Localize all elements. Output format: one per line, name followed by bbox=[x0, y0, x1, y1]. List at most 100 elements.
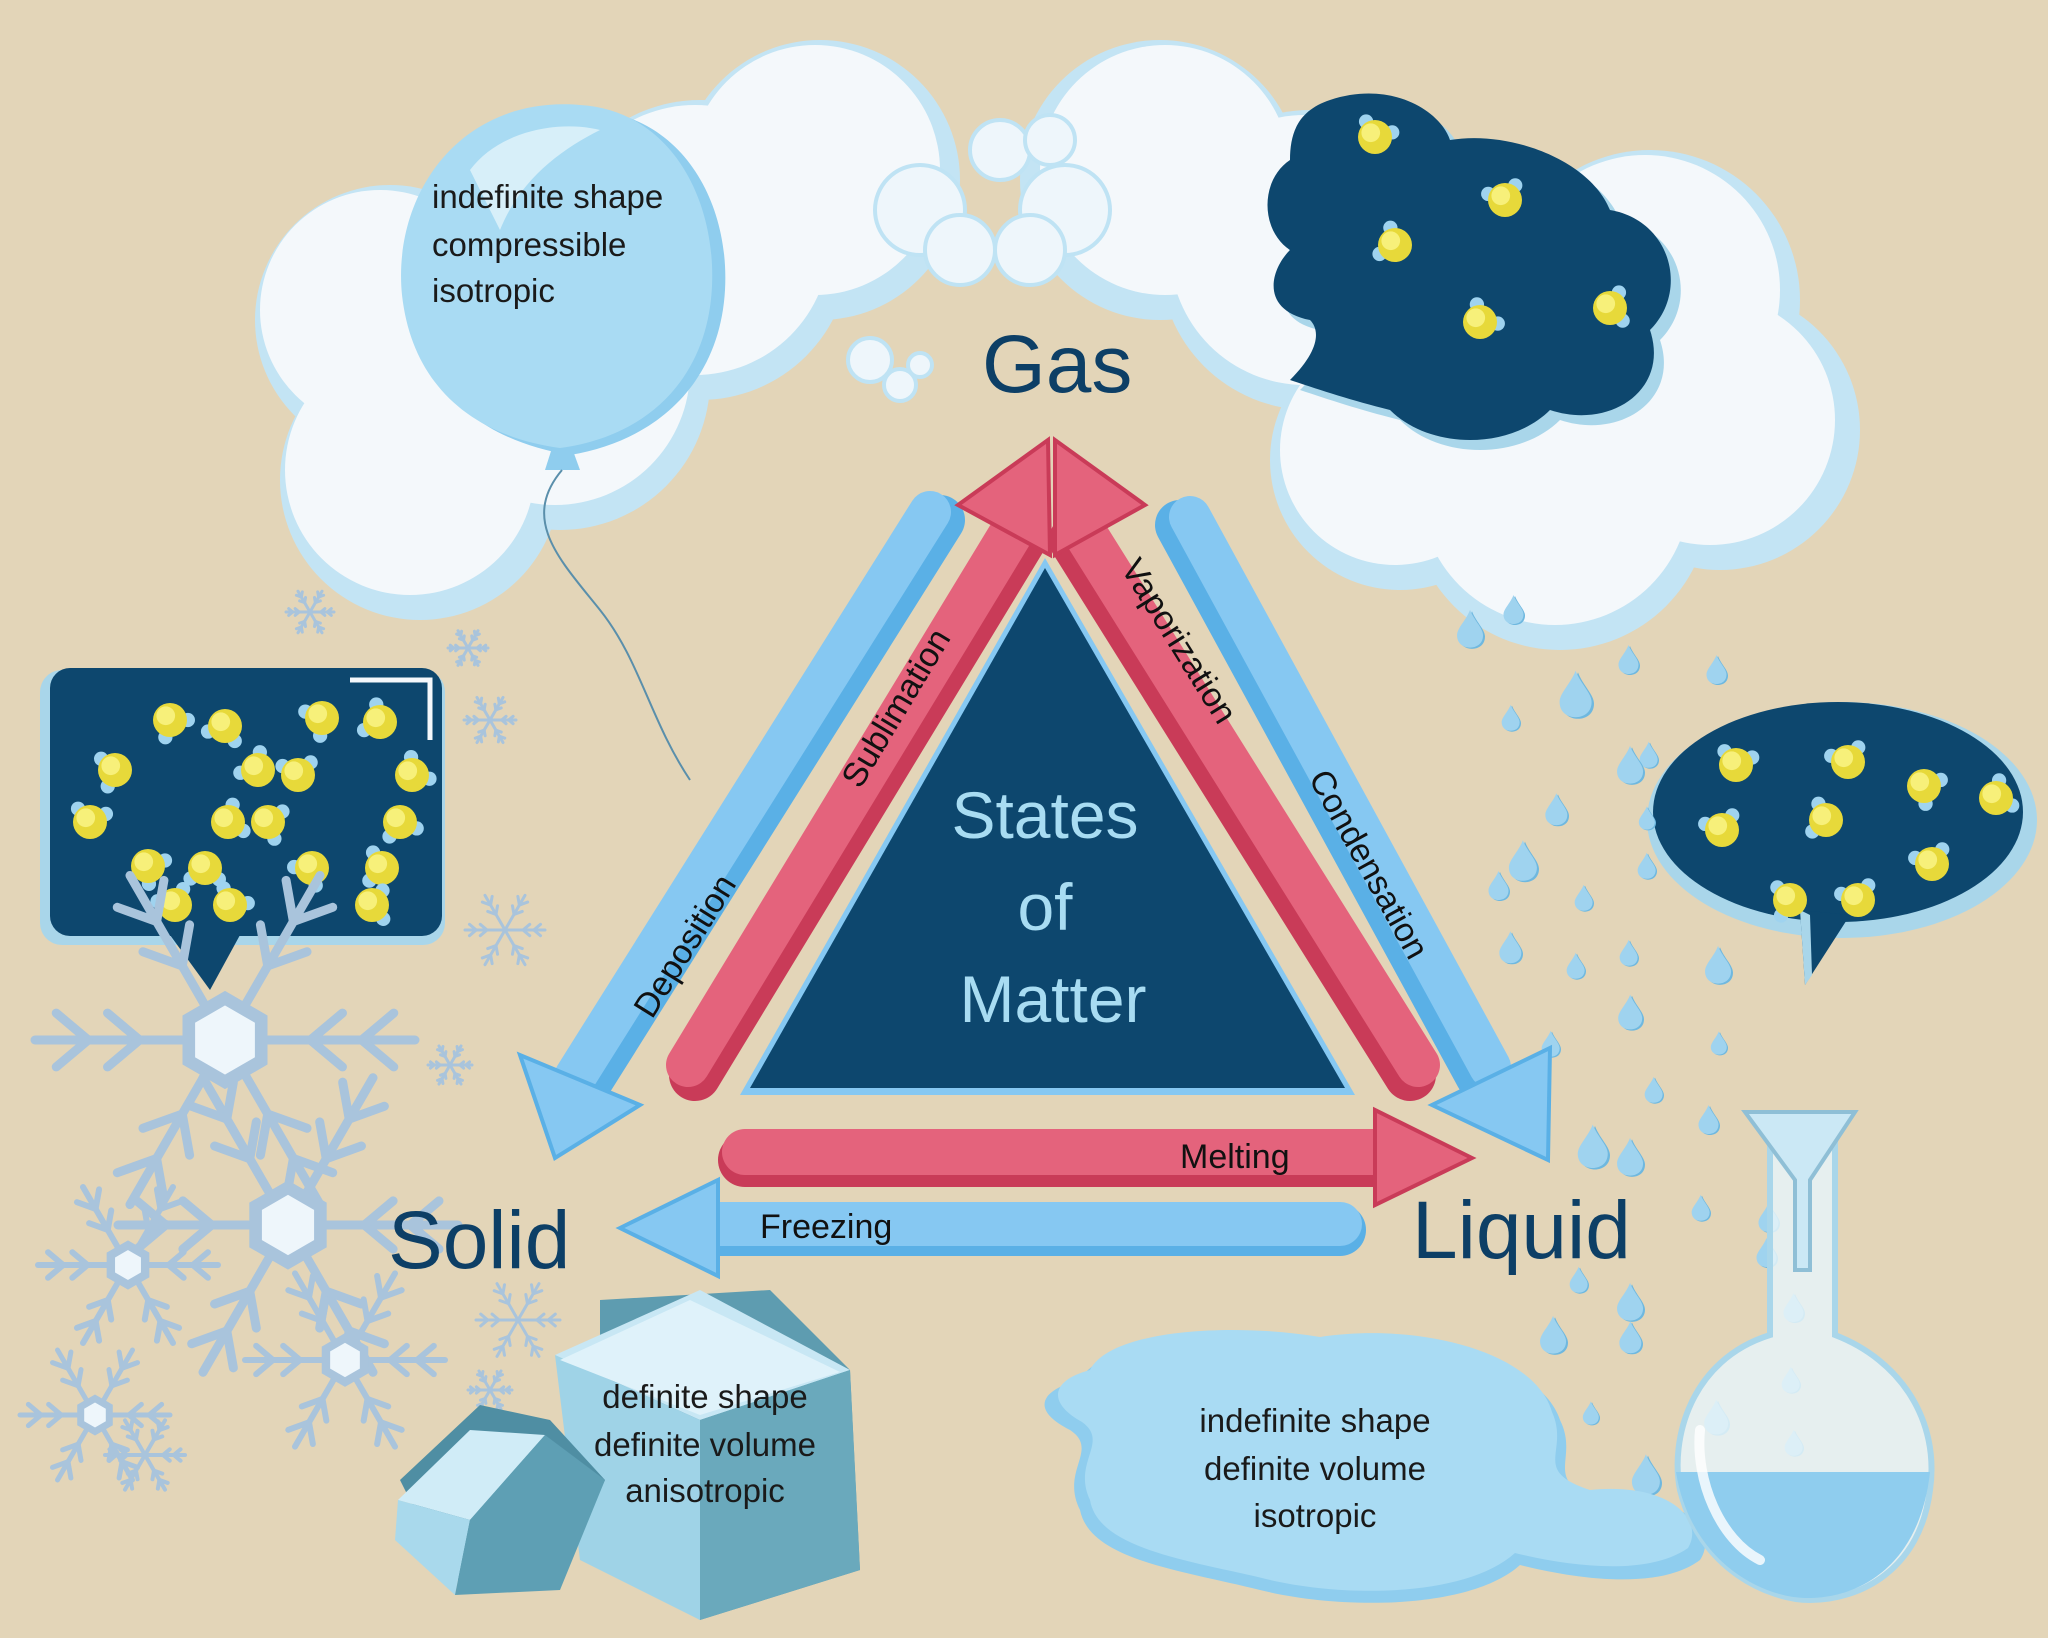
water-drop-icon bbox=[1501, 704, 1521, 732]
molecule-icon bbox=[1481, 178, 1523, 217]
molecule-icon bbox=[1805, 796, 1843, 839]
snowflake-icon bbox=[284, 589, 336, 635]
water-drop-icon bbox=[1619, 1321, 1643, 1355]
molecule-icon bbox=[1717, 744, 1760, 782]
molecule-icon bbox=[382, 805, 424, 844]
gas-molecules-bubble bbox=[1267, 93, 1681, 450]
water-drop-icon bbox=[1705, 945, 1733, 985]
molecule-icon bbox=[1358, 114, 1400, 154]
water-drop-icon bbox=[1638, 806, 1656, 831]
liquid-label: Liquid bbox=[1412, 1185, 1631, 1276]
water-drops bbox=[1457, 595, 1805, 1497]
water-drop-icon bbox=[1488, 871, 1510, 901]
state-labels: Gas Solid Liquid bbox=[388, 319, 1631, 1286]
solid-property-2: definite volume bbox=[594, 1426, 816, 1463]
melting-arrow bbox=[718, 1106, 1477, 1209]
molecule-icon bbox=[1908, 842, 1950, 881]
snowflake-icon bbox=[35, 1184, 221, 1346]
snowflake-icon bbox=[462, 695, 518, 745]
water-drop-icon bbox=[1457, 609, 1485, 649]
molecule-icon bbox=[1593, 285, 1630, 328]
molecule-icon bbox=[251, 804, 290, 846]
molecule-icon bbox=[200, 709, 242, 749]
molecule-icon bbox=[1979, 773, 2020, 815]
molecule-icon bbox=[1770, 880, 1807, 923]
gas-property-2: compressible bbox=[432, 226, 626, 263]
balloon-icon bbox=[401, 104, 726, 781]
molecule-icon bbox=[213, 881, 255, 922]
water-drop-icon bbox=[1691, 1194, 1711, 1222]
gas-label: Gas bbox=[982, 319, 1132, 410]
water-drop-icon bbox=[1569, 1266, 1589, 1294]
transition-arrows bbox=[516, 436, 1553, 1280]
molecule-icon bbox=[1372, 220, 1412, 262]
snowflake-icon bbox=[474, 1282, 562, 1358]
liquid-property-1: indefinite shape bbox=[1199, 1402, 1430, 1439]
condensation-arrow bbox=[1155, 496, 1553, 1164]
water-drop-icon bbox=[1508, 840, 1539, 883]
water-drop-icon bbox=[1618, 994, 1644, 1031]
water-drop-icon bbox=[1503, 595, 1525, 625]
flask-icon bbox=[1674, 1110, 1935, 1604]
solid-properties: definite shape definite volume anisotrop… bbox=[594, 1378, 816, 1509]
molecule-icon bbox=[1907, 769, 1948, 811]
snowflake-icon bbox=[463, 893, 547, 967]
snowflake-icon bbox=[466, 1369, 514, 1411]
water-drop-icon bbox=[1710, 1031, 1728, 1056]
snowflake-icon bbox=[242, 1270, 448, 1450]
gas-properties: indefinite shape compressible isotropic bbox=[432, 178, 663, 309]
water-drop-icon bbox=[1559, 670, 1594, 719]
liquid-property-3: isotropic bbox=[1254, 1497, 1377, 1534]
molecule-icon bbox=[275, 755, 318, 792]
molecule-icon bbox=[1834, 878, 1876, 917]
water-drop-icon bbox=[1566, 952, 1586, 980]
molecule-icon bbox=[1463, 297, 1505, 339]
water-drop-icon bbox=[1639, 741, 1659, 769]
water-drop-icon bbox=[1545, 793, 1569, 827]
center-title-line-3: Matter bbox=[959, 962, 1146, 1036]
center-title-line-2: of bbox=[1017, 870, 1073, 944]
water-drop-icon bbox=[1574, 884, 1594, 912]
solid-property-1: definite shape bbox=[602, 1378, 808, 1415]
water-drop-icon bbox=[1706, 655, 1728, 685]
water-drop-icon bbox=[1619, 939, 1639, 967]
snowflake-icon bbox=[17, 1347, 173, 1483]
molecules bbox=[70, 114, 2020, 927]
vaporization-arrow bbox=[1049, 436, 1440, 1101]
water-drop-icon bbox=[1582, 1401, 1600, 1426]
molecule-icon bbox=[298, 701, 339, 743]
melting-label: Melting bbox=[1180, 1138, 1290, 1176]
molecule-icon bbox=[233, 745, 275, 787]
gas-property-3: isotropic bbox=[432, 272, 555, 309]
snowflakes bbox=[17, 589, 562, 1492]
molecule-icon bbox=[153, 703, 195, 745]
molecule-icon bbox=[211, 797, 251, 839]
water-drop-icon bbox=[1499, 931, 1523, 965]
solid-property-3: anisotropic bbox=[625, 1472, 785, 1509]
water-drop-icon bbox=[1577, 1124, 1610, 1170]
liquid-property-2: definite volume bbox=[1204, 1450, 1426, 1487]
water-drop-icon bbox=[1631, 1454, 1662, 1497]
freezing-arrow bbox=[615, 1176, 1366, 1280]
snowflake-icon bbox=[103, 1418, 187, 1492]
molecule-icon bbox=[131, 849, 173, 891]
gas-property-1: indefinite shape bbox=[432, 178, 663, 215]
center-title-line-1: States bbox=[951, 778, 1138, 852]
water-drop-icon bbox=[1617, 745, 1645, 785]
snowflake-icon bbox=[426, 1044, 474, 1086]
center-title: States of Matter bbox=[951, 778, 1146, 1036]
molecule-icon bbox=[362, 845, 399, 888]
molecule-icon bbox=[70, 801, 114, 839]
molecule-icon bbox=[183, 851, 227, 887]
ice-cube-icon bbox=[395, 1290, 860, 1620]
molecule-icon bbox=[93, 751, 132, 794]
deposition-arrow bbox=[516, 491, 965, 1162]
water-drop-icon bbox=[1617, 1282, 1645, 1322]
molecule-icon bbox=[395, 750, 437, 792]
water-drop-icon bbox=[1637, 852, 1657, 880]
puddle-icon bbox=[1044, 1329, 1706, 1603]
solid-label: Solid bbox=[388, 1195, 570, 1286]
snowflake-icon bbox=[30, 870, 420, 1210]
molecule-icon bbox=[355, 883, 391, 927]
center-triangle bbox=[740, 558, 1355, 1095]
